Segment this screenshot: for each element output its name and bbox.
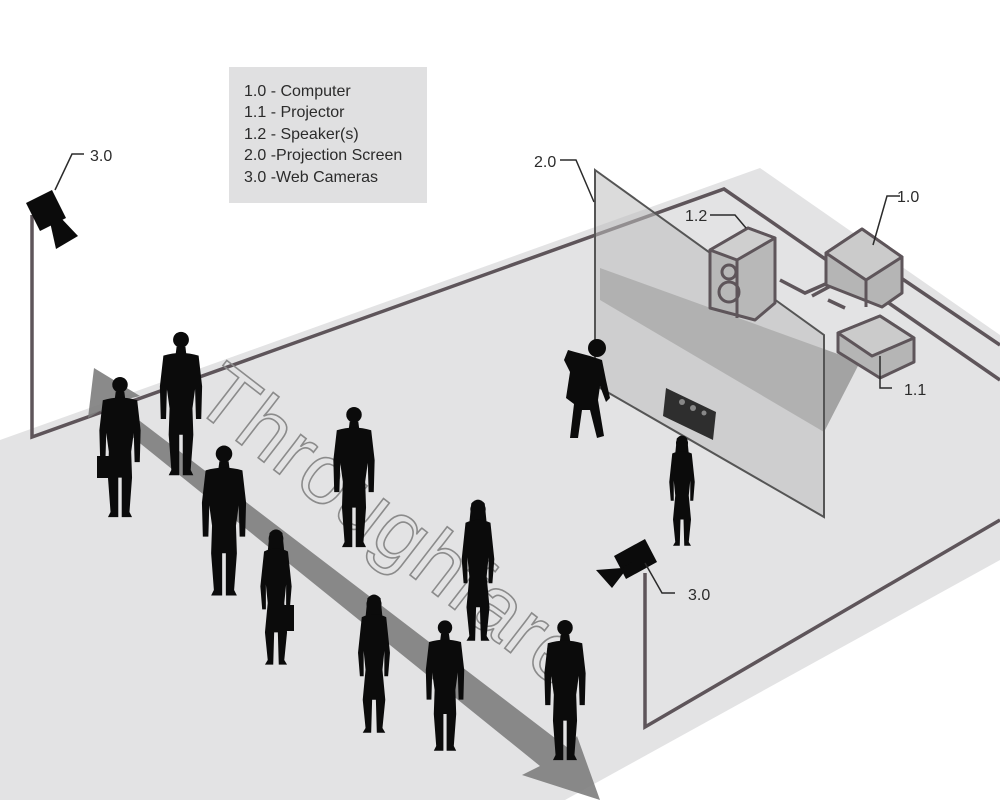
camera-left-label: 3.0 (90, 148, 112, 165)
briefcase-icon (97, 456, 112, 478)
legend-item-speakers: 1.2 - Speaker(s) (244, 125, 359, 143)
person-silhouette (564, 339, 610, 438)
camera-icon-right (596, 539, 657, 588)
projector-label: 1.1 (904, 382, 926, 399)
projector-device (836, 314, 916, 380)
callout-lines (54, 153, 900, 594)
screen-label: 2.0 (534, 154, 556, 171)
computer-label: 1.0 (897, 189, 919, 206)
motion-sensor (663, 388, 716, 440)
legend-item-computer: 1.0 - Computer (244, 83, 351, 100)
legend-item-projection-screen: 2.0 -Projection Screen (244, 147, 403, 165)
throughfare-arrow (88, 368, 600, 800)
camera-right-label: 3.0 (688, 587, 710, 604)
handbag-icon (284, 605, 294, 631)
computer-device (824, 227, 904, 309)
speaker-device (708, 226, 777, 322)
legend-item-web-cameras: 3.0 -Web Cameras (244, 168, 378, 186)
camera-icon-left (26, 190, 78, 249)
legend-item-projector: 1.1 - Projector (244, 104, 345, 122)
speaker-label: 1.2 (685, 208, 707, 225)
legend: 1.0 - Computer 1.1 - Projector 1.2 - Spe… (229, 67, 427, 203)
visitors (97, 331, 695, 761)
